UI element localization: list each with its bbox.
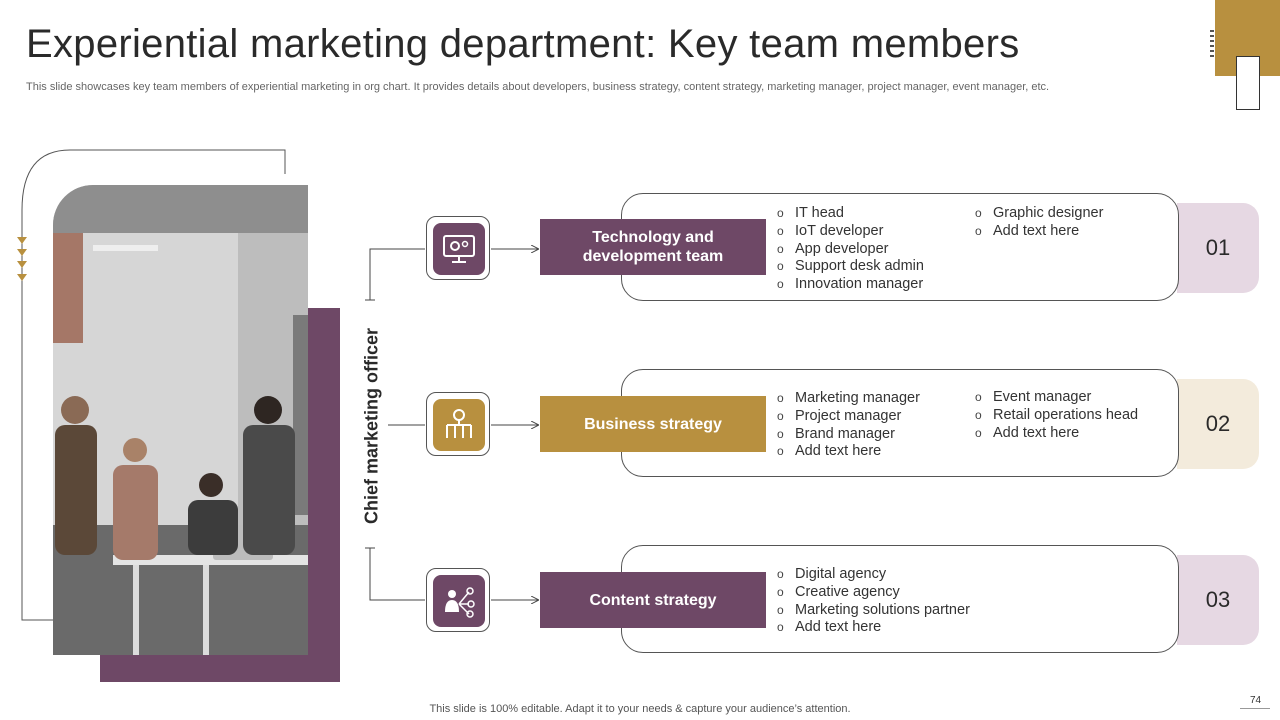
list-item: IoT developer bbox=[777, 223, 924, 241]
row-1-list-right: Graphic designer Add text here bbox=[975, 205, 1103, 241]
list-item: Retail operations head bbox=[975, 407, 1138, 425]
corner-dots-decoration bbox=[1210, 30, 1214, 60]
row-3-label: Content strategy bbox=[540, 572, 766, 628]
list-item: Marketing manager bbox=[777, 390, 920, 408]
list-item: IT head bbox=[777, 205, 924, 223]
row-1-number: 01 bbox=[1177, 203, 1259, 293]
list-item: Creative agency bbox=[777, 584, 970, 602]
list-item: Add text here bbox=[975, 223, 1103, 241]
monitor-gear-icon bbox=[433, 223, 485, 275]
page-subtitle: This slide showcases key team members of… bbox=[26, 81, 1050, 93]
list-item: Add text here bbox=[777, 443, 920, 461]
row-2-icon-frame bbox=[426, 392, 490, 456]
list-item: Innovation manager bbox=[777, 276, 924, 294]
list-item: App developer bbox=[777, 241, 924, 259]
page-title: Experiential marketing department: Key t… bbox=[26, 22, 1020, 66]
row-2-list-right: Event manager Retail operations head Add… bbox=[975, 389, 1138, 442]
row-3-list-left: Digital agency Creative agency Marketing… bbox=[777, 566, 970, 637]
team-photo bbox=[53, 185, 308, 655]
list-item: Graphic designer bbox=[975, 205, 1103, 223]
footer-note: This slide is 100% editable. Adapt it to… bbox=[429, 703, 851, 715]
connector-lines bbox=[365, 240, 550, 610]
list-item: Brand manager bbox=[777, 426, 920, 444]
list-item: Add text here bbox=[975, 425, 1138, 443]
list-item: Add text here bbox=[777, 619, 970, 637]
list-item: Marketing solutions partner bbox=[777, 602, 970, 620]
row-2-list-left: Marketing manager Project manager Brand … bbox=[777, 390, 920, 461]
page-number: 74 bbox=[1250, 695, 1262, 706]
org-chart-icon bbox=[433, 399, 485, 451]
list-item: Event manager bbox=[975, 389, 1138, 407]
row-2-number: 02 bbox=[1177, 379, 1259, 469]
row-1-list-left: IT head IoT developer App developer Supp… bbox=[777, 205, 924, 294]
corner-frame bbox=[1236, 56, 1260, 110]
row-2-label: Business strategy bbox=[540, 396, 766, 452]
bracket-line-decoration bbox=[17, 149, 286, 621]
row-3-number: 03 bbox=[1177, 555, 1259, 645]
row-1-label: Technology and development team bbox=[540, 219, 766, 275]
list-item: Project manager bbox=[777, 408, 920, 426]
page-number-rule bbox=[1240, 708, 1270, 709]
person-network-icon bbox=[433, 575, 485, 627]
row-1-icon-frame bbox=[426, 216, 490, 280]
row-3-icon-frame bbox=[426, 568, 490, 632]
list-item: Support desk admin bbox=[777, 258, 924, 276]
list-item: Digital agency bbox=[777, 566, 970, 584]
